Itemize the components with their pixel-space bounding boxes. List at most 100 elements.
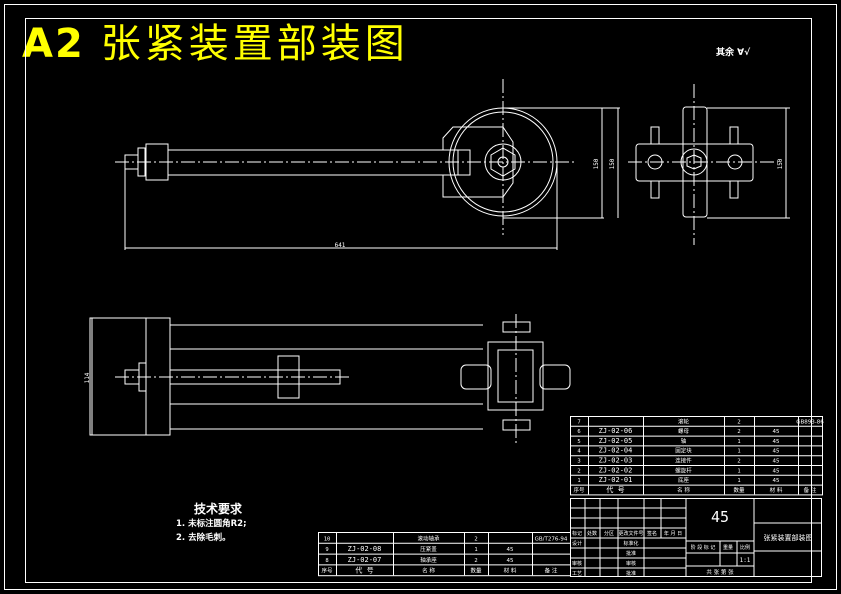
title-block-sheet: 共 张 第 张 bbox=[706, 568, 734, 576]
bom-header-no: 序号 bbox=[321, 567, 333, 575]
bom-cell-name: 固定块 bbox=[675, 447, 692, 455]
slider-nut bbox=[277, 355, 300, 399]
roughness-symbol-icon: ∀√ bbox=[737, 48, 751, 58]
bolt bbox=[650, 180, 660, 199]
bom-cell-name: 螺母 bbox=[678, 427, 690, 435]
dim-bottom-height: 114 bbox=[84, 372, 91, 383]
bom-cell-code: ZJ-02-05 bbox=[599, 437, 633, 445]
bom-cell-code: ZJ-02-02 bbox=[599, 466, 633, 474]
bom-header-code: 代 号 bbox=[606, 485, 624, 494]
outer-border bbox=[4, 4, 837, 590]
bom-cell-qty: 2 bbox=[474, 558, 477, 564]
bom-cell-no: 1 bbox=[577, 478, 580, 484]
dim-front-length: 641 bbox=[335, 242, 346, 249]
front-view bbox=[115, 79, 604, 250]
bom-cell-code: ZJ-02-04 bbox=[599, 447, 633, 455]
bom-cell-material: 45 bbox=[507, 558, 514, 564]
side-view bbox=[600, 84, 790, 245]
bom-cell-no: 5 bbox=[577, 439, 580, 445]
bolt bbox=[729, 180, 739, 199]
bom-header-qty: 数量 bbox=[470, 567, 482, 575]
bom-cell-material: 45 bbox=[773, 439, 780, 445]
stage-header: 阶 段 标 记 bbox=[691, 544, 716, 551]
bom-header-name: 名 称 bbox=[677, 486, 690, 494]
std-label: 批准 bbox=[626, 550, 636, 557]
bom-cell-qty: 2 bbox=[737, 419, 740, 425]
bolt bbox=[650, 126, 660, 145]
side-plate bbox=[635, 143, 754, 182]
bottom-view bbox=[89, 314, 571, 443]
bom-cell-name: 滚轮 bbox=[678, 417, 690, 425]
bom-cell-name: 轴 bbox=[681, 437, 687, 445]
bom-cell-no: 7 bbox=[577, 419, 580, 425]
technical-requirements: 技术要求 1. 未标注圆角R2; 2. 去除毛刺。 bbox=[176, 500, 246, 545]
sheet-size: A2 bbox=[22, 21, 85, 67]
bom-cell-no: 3 bbox=[577, 459, 580, 465]
bom-cell-material: 45 bbox=[773, 429, 780, 435]
hex-nut bbox=[490, 147, 516, 177]
bom-cell-note: GB/T276-94 bbox=[535, 536, 568, 542]
bom-cell-qty: 2 bbox=[737, 429, 740, 435]
bom-cell-code: ZJ-02-07 bbox=[348, 556, 382, 564]
bom-cell-qty: 1 bbox=[737, 449, 740, 455]
hub bbox=[484, 143, 522, 181]
bom-cell-qty: 2 bbox=[737, 459, 740, 465]
bom-cell-note: GB893-86 bbox=[796, 419, 824, 425]
bom-header-material: 材 料 bbox=[504, 567, 517, 575]
bom-cell-qty: 1 bbox=[737, 478, 740, 484]
rev-header: 处数 bbox=[587, 530, 597, 537]
side-hub bbox=[680, 148, 708, 176]
tech-item: 1. 未标注圆角R2; bbox=[176, 519, 247, 529]
bom-cell-no: 8 bbox=[325, 558, 328, 564]
bom-header-qty: 数量 bbox=[733, 486, 745, 494]
lead-screw bbox=[169, 369, 341, 385]
side-hex bbox=[686, 154, 702, 170]
clamp-body bbox=[442, 126, 514, 198]
bom-cell-material: 45 bbox=[507, 547, 514, 553]
bom-cell-no: 9 bbox=[325, 547, 328, 553]
tech-item: 2. 去除毛刺。 bbox=[176, 533, 231, 543]
bom-table-right: 7 滚轮 2 GB893-86 6 ZJ-02-06 螺母 2 45 5 ZJ-02-05 轴 1 45 4… bbox=[570, 416, 824, 496]
rev-header: 标记 bbox=[572, 530, 582, 537]
dim-side-left: 150 bbox=[609, 158, 616, 169]
title-block-material: 45 bbox=[711, 508, 729, 526]
role-process: 工艺 bbox=[572, 571, 582, 577]
std-label: 审核 bbox=[626, 560, 636, 567]
bom-cell-name: 压紧盖 bbox=[420, 545, 437, 553]
roughness-note: 其余 ∀√ bbox=[716, 45, 750, 58]
bom-cell-name: 轴承座 bbox=[420, 556, 437, 564]
bom-header-no: 序号 bbox=[573, 486, 585, 494]
weight-header: 重量 bbox=[723, 544, 733, 551]
bom-cell-no: 6 bbox=[577, 429, 580, 435]
std-label: 批准 bbox=[626, 570, 636, 577]
bom-cell-code: ZJ-02-08 bbox=[348, 545, 382, 553]
nut bbox=[137, 147, 146, 177]
bom-cell-material: 45 bbox=[773, 478, 780, 484]
bom-cell-qty: 1 bbox=[737, 468, 740, 474]
rev-header: 分区 bbox=[604, 530, 614, 537]
bom-cell-material: 45 bbox=[773, 449, 780, 455]
bom-header-material: 材 料 bbox=[770, 486, 783, 494]
role-review: 审核 bbox=[572, 560, 582, 567]
bom-cell-name: 滚动轴承 bbox=[417, 534, 440, 542]
bom-cell-code: ZJ-02-06 bbox=[599, 427, 633, 435]
bom-header-note: 备 注 bbox=[804, 486, 817, 494]
bom-header-name: 名 称 bbox=[422, 567, 435, 575]
bom-cell-no: 2 bbox=[577, 468, 580, 474]
dim-side-right: 150 bbox=[777, 158, 784, 169]
knob-right bbox=[539, 364, 571, 390]
bom-cell-no: 4 bbox=[577, 449, 581, 455]
role-design: 设计 bbox=[572, 540, 582, 547]
bom-cell-material: 45 bbox=[773, 459, 780, 465]
base-block bbox=[89, 317, 171, 436]
tech-heading: 技术要求 bbox=[194, 502, 243, 516]
bolt bbox=[729, 126, 739, 145]
roughness-label: 其余 bbox=[716, 48, 735, 58]
dim-front-height: 150 bbox=[593, 158, 600, 169]
rod bbox=[167, 149, 459, 176]
title-block-scale: 1:1 bbox=[740, 557, 751, 564]
side-hole bbox=[727, 154, 743, 170]
bom-cell-code: ZJ-02-01 bbox=[599, 476, 633, 484]
